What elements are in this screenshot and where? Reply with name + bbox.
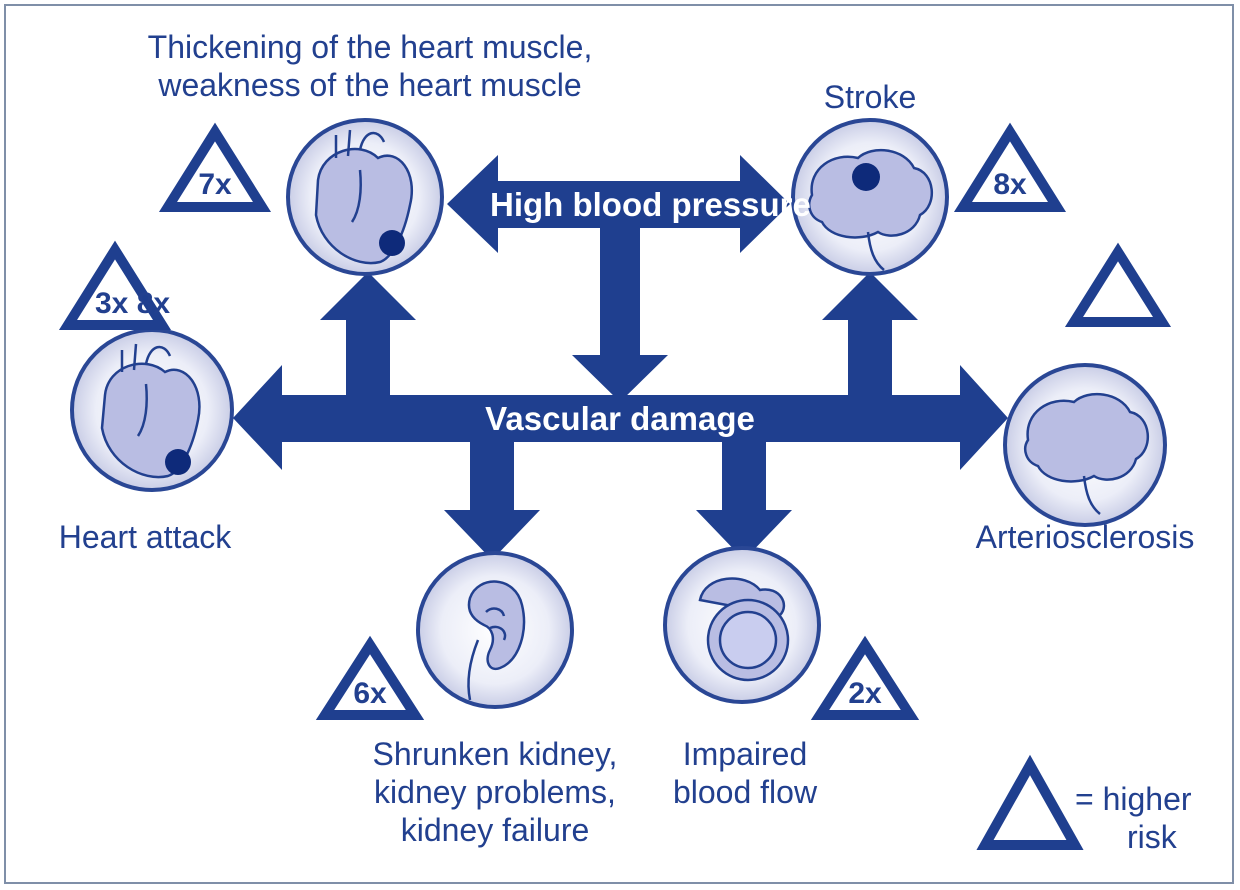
risk-value-stroke: 8x bbox=[993, 168, 1027, 201]
down-arrow-blood-flow bbox=[696, 442, 792, 560]
down-arrow-kidney bbox=[444, 442, 540, 560]
up-arrow-stroke bbox=[822, 272, 918, 400]
vascular-damage-label: Vascular damage bbox=[485, 400, 755, 437]
legend-triangle bbox=[976, 754, 1084, 850]
risk-triangle-stroke bbox=[953, 122, 1067, 212]
heart-icon bbox=[100, 343, 201, 479]
blood-flow-label: Impaired blood flow bbox=[672, 736, 818, 810]
node-circle-kidney bbox=[416, 551, 574, 709]
brain-icon bbox=[1024, 392, 1150, 515]
up-arrow-heart-muscle bbox=[320, 272, 416, 400]
vascular-damage-arrow bbox=[233, 365, 1008, 470]
risk-triangle-heart-attack bbox=[58, 240, 172, 330]
risk-value-heart-muscle: 7x bbox=[198, 168, 232, 201]
arrow-network bbox=[233, 155, 1008, 560]
node-circle-arteriosclerosis bbox=[1003, 363, 1167, 527]
legend-label: = higher risk bbox=[1075, 781, 1192, 855]
down-arrow-to-vascular bbox=[572, 228, 668, 402]
risk-value-blood-flow: 2x bbox=[848, 677, 882, 710]
heart-icon bbox=[314, 129, 413, 265]
node-circle-heart-muscle bbox=[286, 118, 444, 276]
risk-triangle-arteriosclerosis bbox=[1064, 242, 1172, 327]
risk-triangle-kidney bbox=[315, 635, 425, 720]
brain-icon bbox=[808, 148, 934, 271]
risk-value-heart-attack: 3x 8x bbox=[95, 287, 171, 320]
risk-value-kidney: 6x bbox=[353, 677, 387, 710]
risk-triangle-blood-flow bbox=[810, 635, 920, 720]
risk-triangle-heart-muscle bbox=[158, 122, 272, 212]
kidney-label: Shrunken kidney, kidney problems, kidney… bbox=[372, 736, 618, 848]
vessel-icon bbox=[698, 577, 790, 682]
node-circle-heart-attack bbox=[70, 328, 234, 492]
node-circle-stroke bbox=[791, 118, 949, 276]
stroke-label: Stroke bbox=[823, 79, 917, 115]
node-circle-blood-flow bbox=[663, 546, 821, 704]
kidney-icon bbox=[467, 580, 526, 701]
heart-attack-label: Heart attack bbox=[58, 519, 232, 555]
arteriosclerosis-label: Arteriosclerosis bbox=[975, 519, 1195, 555]
high-blood-pressure-arrow bbox=[447, 155, 790, 253]
high-blood-pressure-label: High blood pressure bbox=[490, 186, 811, 223]
heart-muscle-label: Thickening of the heart muscle, weakness… bbox=[147, 29, 593, 103]
